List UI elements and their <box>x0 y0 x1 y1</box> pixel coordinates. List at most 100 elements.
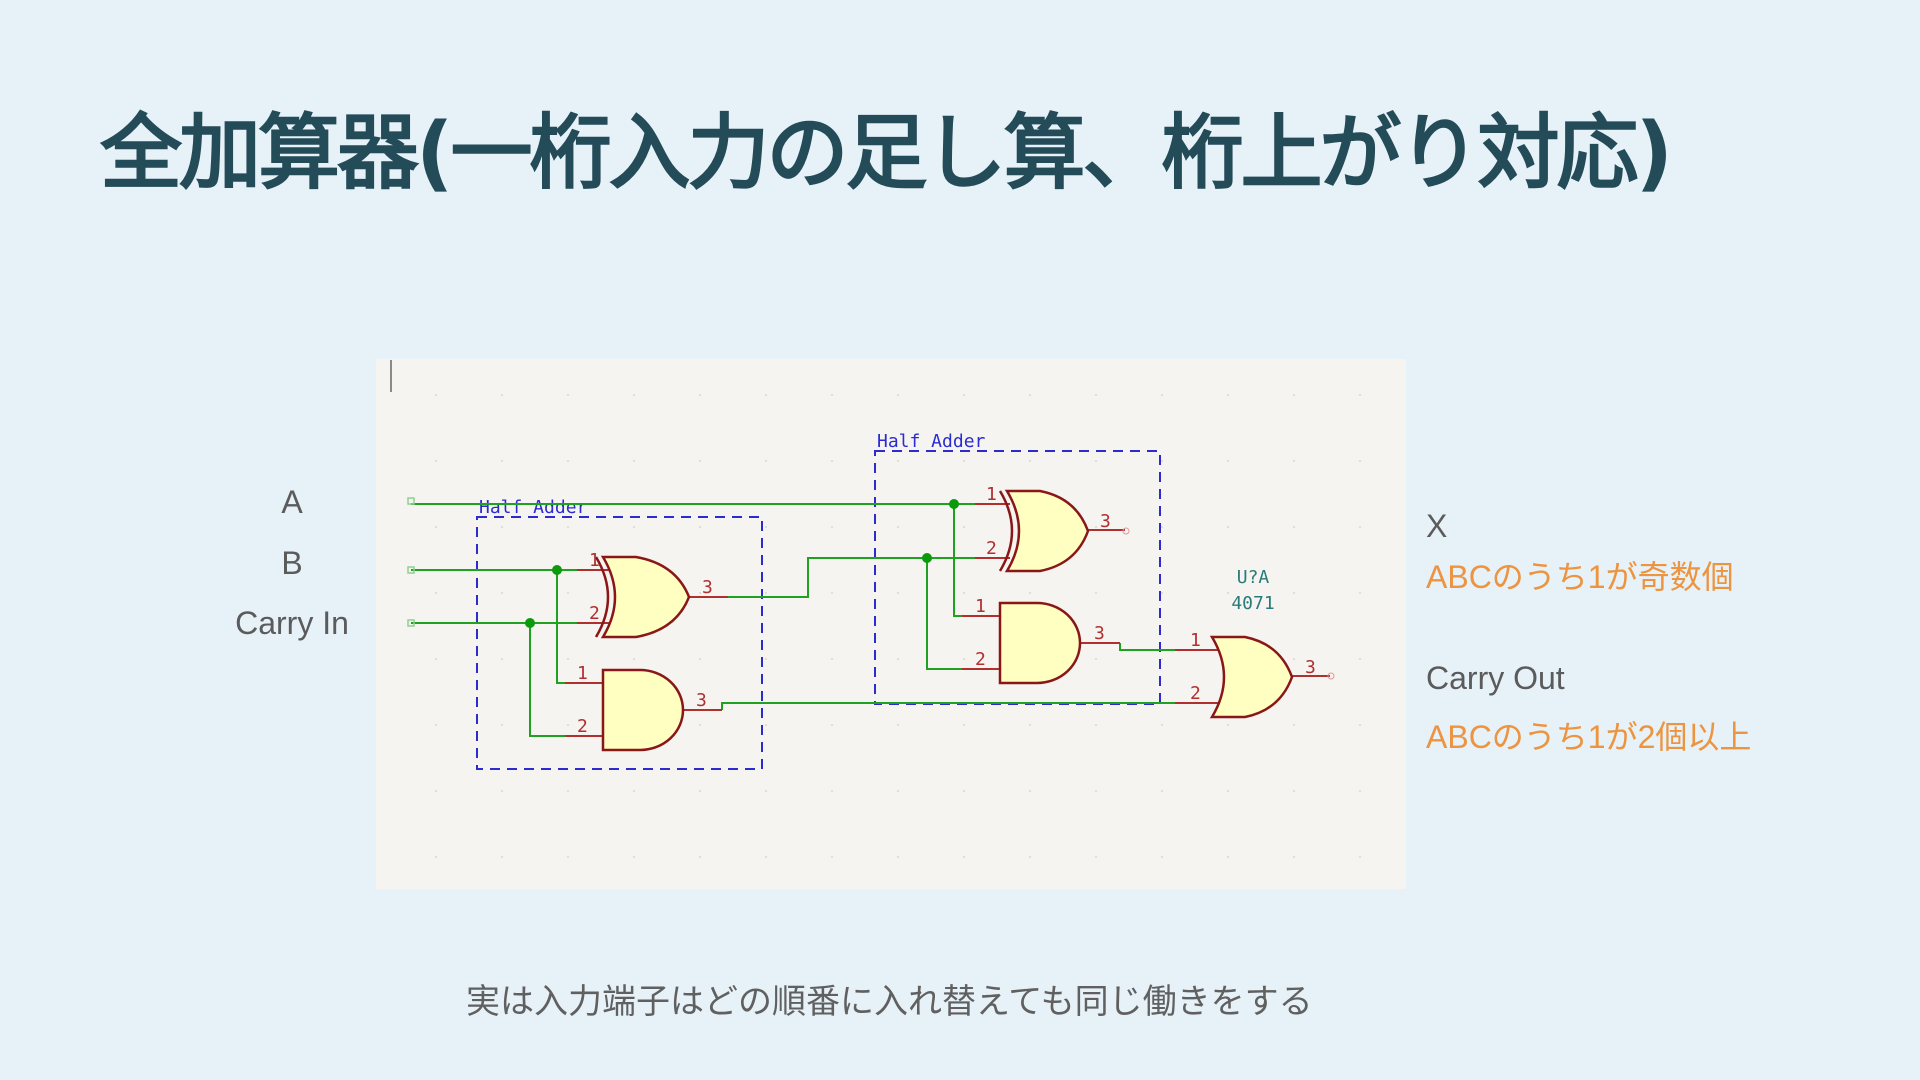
grid-dot <box>765 790 767 792</box>
pin-label: 1 <box>589 550 600 571</box>
grid-dot <box>567 658 569 660</box>
output-x-port[interactable] <box>1122 527 1130 535</box>
input-label-b: B <box>281 545 303 581</box>
grid-dot <box>765 856 767 858</box>
grid-dot <box>1293 460 1295 462</box>
grid-dot <box>1029 592 1031 594</box>
grid-dot <box>1095 394 1097 396</box>
grid-dot <box>1161 592 1163 594</box>
and-gate-1[interactable]: 1 2 3 <box>565 663 722 752</box>
grid-dot <box>963 526 965 528</box>
grid-dot <box>1359 394 1361 396</box>
grid-dot <box>567 394 569 396</box>
grid-dot <box>435 790 437 792</box>
grid-dot <box>897 658 899 660</box>
pin-label: 2 <box>975 649 986 670</box>
schematic-panel: Half Adder Half Adder <box>376 359 1406 889</box>
grid-dot <box>1293 856 1295 858</box>
grid-dot <box>1029 460 1031 462</box>
grid-dot <box>699 658 701 660</box>
pin-label: 2 <box>1190 683 1201 704</box>
grid-dot <box>1227 460 1229 462</box>
grid-dot <box>963 658 965 660</box>
junctions <box>525 499 959 628</box>
grid-dot <box>1029 394 1031 396</box>
pin-label: 1 <box>975 596 986 617</box>
grid-dot <box>435 592 437 594</box>
grid-dot <box>1227 790 1229 792</box>
junction-dot <box>922 553 932 563</box>
pin-label: 3 <box>1100 511 1111 532</box>
grid-dot <box>1161 394 1163 396</box>
grid-dot <box>567 526 569 528</box>
grid-dot <box>633 394 635 396</box>
output-carry-port[interactable] <box>1327 672 1335 680</box>
grid-dot <box>1029 724 1031 726</box>
port-b[interactable] <box>407 566 415 574</box>
junction-dot <box>552 565 562 575</box>
footer-note: 実は入力端子はどの順番に入れ替えても同じ働きをする <box>466 982 1313 1022</box>
group-label: Half Adder <box>877 431 986 452</box>
grid-dot <box>501 790 503 792</box>
xor-gate-1[interactable]: 1 2 3 <box>577 550 728 639</box>
schematic-canvas: Half Adder Half Adder <box>390 360 1361 858</box>
grid-dot <box>1095 856 1097 858</box>
input-ports <box>407 497 415 627</box>
grid-dot <box>501 592 503 594</box>
pin-label: 3 <box>1094 623 1105 644</box>
grid-dot <box>435 856 437 858</box>
grid-dot <box>963 460 965 462</box>
grid-dot <box>1029 790 1031 792</box>
port-a[interactable] <box>407 497 415 505</box>
grid-dot <box>1293 724 1295 726</box>
grid-dot <box>1161 658 1163 660</box>
grid-dot <box>1293 790 1295 792</box>
grid-dot <box>633 526 635 528</box>
grid-dot <box>1293 394 1295 396</box>
grid-dot <box>435 658 437 660</box>
grid-dot <box>897 526 899 528</box>
pin-label: 3 <box>702 577 713 598</box>
pin-label: 1 <box>1190 630 1201 651</box>
wire-ha2-carry <box>1119 643 1175 651</box>
grid-dot <box>897 592 899 594</box>
grid-dot <box>1359 526 1361 528</box>
grid-dot <box>897 724 899 726</box>
pin-label: 3 <box>1305 657 1316 678</box>
wire-sum1-to-and2 <box>926 558 962 670</box>
grid-dot <box>501 856 503 858</box>
grid-dot <box>1161 790 1163 792</box>
gate-value: 4071 <box>1231 593 1274 614</box>
grid-dot <box>699 790 701 792</box>
grid-dot <box>831 526 833 528</box>
grid-dot <box>567 592 569 594</box>
grid-dot <box>501 724 503 726</box>
grid-dot <box>1095 460 1097 462</box>
grid-dot <box>699 724 701 726</box>
grid-dot <box>963 724 965 726</box>
grid-dot <box>897 790 899 792</box>
grid-dot <box>765 658 767 660</box>
grid-dot <box>897 394 899 396</box>
grid-dot <box>699 394 701 396</box>
grid-dot <box>435 460 437 462</box>
junction-dot <box>525 618 535 628</box>
port-cin[interactable] <box>407 619 415 627</box>
grid-dot <box>831 856 833 858</box>
grid-dot <box>1161 856 1163 858</box>
grid-dot <box>963 394 965 396</box>
pin-label: 1 <box>986 484 997 505</box>
or-gate-carry-out[interactable]: U?A 4071 1 2 3 <box>1175 567 1335 719</box>
wire-cin-to-and1 <box>529 623 565 737</box>
grid-dot <box>501 460 503 462</box>
output-label-x: X <box>1426 508 1448 544</box>
input-label-a: A <box>281 484 303 520</box>
output-desc-carry-out: ABCのうち1が2個以上 <box>1426 719 1752 755</box>
grid-dot <box>1095 658 1097 660</box>
grid-dot <box>567 856 569 858</box>
and-gate-2[interactable]: 1 2 3 <box>962 596 1120 685</box>
grid-dot <box>435 526 437 528</box>
junction-dot <box>949 499 959 509</box>
xor-gate-2[interactable]: 1 2 3 <box>975 484 1130 573</box>
grid-dot <box>831 394 833 396</box>
